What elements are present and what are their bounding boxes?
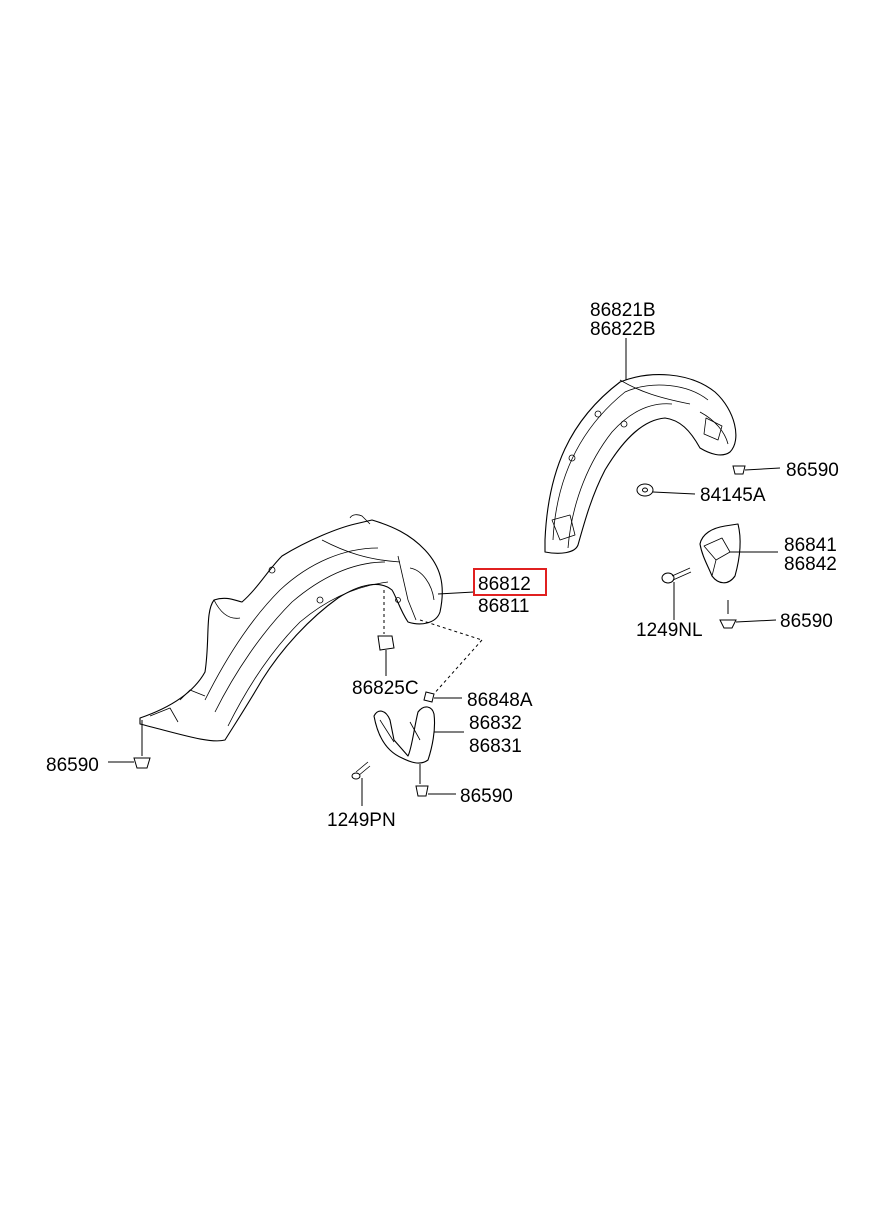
highlight-box-86812 xyxy=(473,568,547,596)
label-86590-rear-bottom: 86590 xyxy=(780,611,833,632)
label-86811: 86811 xyxy=(478,596,529,617)
label-1249PN: 1249PN xyxy=(327,810,396,831)
screw-86848A-icon[interactable] xyxy=(423,691,462,703)
label-86821B: 86821B xyxy=(590,300,656,321)
washer-84145A-icon[interactable] xyxy=(636,483,696,497)
label-86825C: 86825C xyxy=(352,678,419,699)
label-86822B: 86822B xyxy=(590,319,656,340)
front-mud-guard[interactable] xyxy=(373,706,464,764)
label-84145A: 84145A xyxy=(700,485,766,506)
clip-86590-rear-top-icon[interactable] xyxy=(732,465,781,475)
rear-mud-guard[interactable] xyxy=(699,523,778,584)
label-86590-front-left: 86590 xyxy=(46,755,99,776)
label-86590-front-bottom: 86590 xyxy=(460,786,513,807)
rear-wheel-guard[interactable] xyxy=(544,374,737,554)
clip-86590-front-left-icon[interactable] xyxy=(108,720,151,769)
label-86842: 86842 xyxy=(784,554,837,575)
label-86841: 86841 xyxy=(784,535,837,556)
front-wheel-guard[interactable] xyxy=(139,514,443,742)
label-86590-rear-top: 86590 xyxy=(786,460,839,481)
label-86812[interactable]: 86812 xyxy=(478,574,531,595)
label-1249NL: 1249NL xyxy=(636,620,703,641)
label-86832: 86832 xyxy=(469,713,522,734)
label-86831: 86831 xyxy=(469,736,522,757)
clip-86590-rear-bottom-icon[interactable] xyxy=(719,600,777,629)
label-86848A: 86848A xyxy=(467,690,533,711)
screw-1249NL-icon[interactable] xyxy=(661,567,692,620)
dashed-guide-front-2 xyxy=(431,639,483,697)
clip-86590-front-bottom-icon[interactable] xyxy=(415,764,456,797)
leader-86812 xyxy=(437,591,475,595)
nut-86825C-icon[interactable] xyxy=(377,590,395,676)
screw-1249PN-icon[interactable] xyxy=(351,761,371,806)
dashed-guide-front xyxy=(419,619,483,641)
